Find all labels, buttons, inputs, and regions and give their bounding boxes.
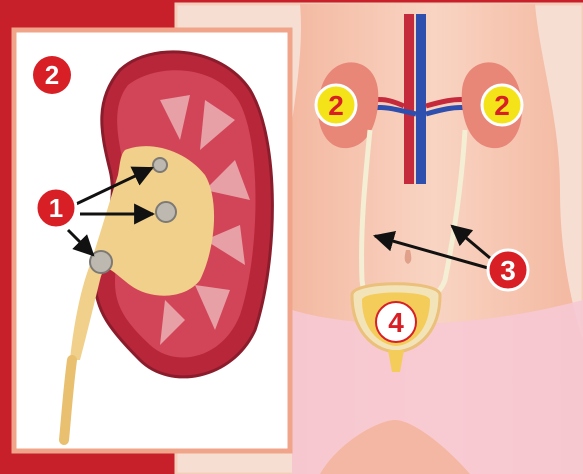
kidney-stone	[156, 202, 176, 222]
bladder-label: 4	[388, 307, 404, 338]
kidney-left-label: 2	[328, 90, 344, 121]
kidney-right-label: 2	[494, 90, 510, 121]
kidney-right-badge: 2	[482, 85, 522, 125]
bladder-badge: 4	[376, 302, 416, 342]
panel-number-badge: 2	[33, 56, 71, 94]
kidney-left-badge: 2	[316, 85, 356, 125]
ureters-label: 3	[500, 255, 516, 286]
panel-number: 2	[45, 60, 59, 90]
ureters-badge: 3	[488, 250, 528, 290]
stones-badge: 1	[36, 188, 76, 228]
stones-label: 1	[49, 193, 63, 223]
aorta	[404, 14, 414, 184]
kidney-stone	[153, 158, 167, 172]
vena-cava	[416, 14, 426, 184]
